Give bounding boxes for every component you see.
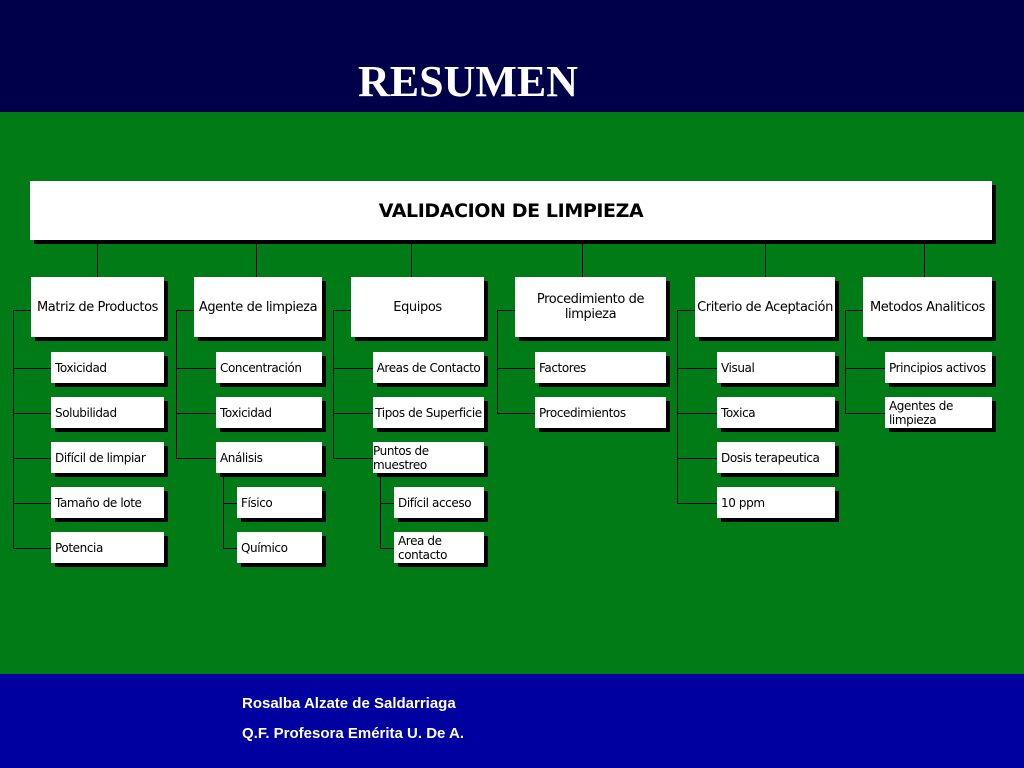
category-agente-de-limpieza: Agente de limpieza [194, 277, 322, 337]
leaf-node: Factores [535, 352, 666, 383]
leaf-node: 10 ppm [717, 487, 835, 518]
category-criterio-de-aceptacion: Criterio de Aceptación [695, 277, 835, 337]
sub-leaf-node: Químico [237, 532, 322, 563]
leaf-node: Solubilidad [51, 397, 164, 428]
sub-leaf-node: Físico [237, 487, 322, 518]
leaf-node: Potencia [51, 532, 164, 563]
leaf-node: Procedimientos [535, 397, 666, 428]
leaf-node: Análisis [216, 442, 322, 473]
author-name: Rosalba Alzate de Saldarriaga [242, 695, 456, 712]
leaf-node: Dosis terapeutica [717, 442, 835, 473]
leaf-node: Puntos de muestreo [373, 442, 484, 473]
leaf-node: Areas de Contacto [373, 352, 484, 383]
leaf-node: Tipos de Superficie [373, 397, 484, 428]
author-title: Q.F. Profesora Emérita U. De A. [242, 725, 465, 742]
leaf-node: Toxicidad [216, 397, 322, 428]
category-equipos: Equipos [351, 277, 484, 337]
slide-header [0, 0, 1024, 112]
root-node: VALIDACION DE LIMPIEZA [30, 181, 992, 240]
leaf-node: Toxica [717, 397, 835, 428]
leaf-node: Concentración [216, 352, 322, 383]
category-metodos-analiticos: Metodos Analiticos [863, 277, 992, 337]
leaf-node: Principios activos [885, 352, 992, 383]
leaf-node: Agentes de limpieza [885, 397, 992, 428]
leaf-node: Visual [717, 352, 835, 383]
slide-footer [0, 674, 1024, 768]
sub-leaf-node: Difícil acceso [394, 487, 484, 518]
slide-title: RESUMEN [357, 57, 579, 106]
leaf-node: Toxicidad [51, 352, 164, 383]
category-matriz-de-productos: Matriz de Productos [31, 277, 164, 337]
category-procedimiento-de-limpieza: Procedimiento de limpieza [515, 277, 666, 337]
leaf-node: Tamaño de lote [51, 487, 164, 518]
sub-leaf-node: Area de contacto [394, 532, 484, 563]
leaf-node: Difícil de limpiar [51, 442, 164, 473]
